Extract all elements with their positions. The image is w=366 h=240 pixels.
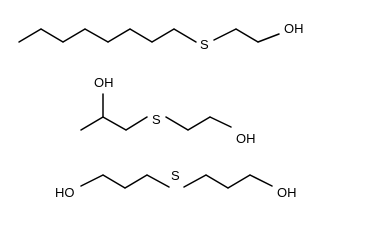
bond	[209, 116, 232, 128]
bond	[257, 33, 280, 43]
hydroxyl-label: OH	[284, 21, 304, 36]
bond	[62, 28, 86, 43]
bond	[125, 116, 148, 131]
hydroxyl-left-label: HO	[55, 185, 75, 200]
bond	[129, 28, 153, 43]
bond	[249, 174, 273, 187]
structure-canvas: S OH OH S OH HO S OH	[18, 21, 304, 200]
bond	[18, 28, 42, 43]
bond	[205, 174, 229, 189]
bond	[102, 116, 127, 131]
hydroxyl-top-label: OH	[94, 75, 114, 90]
bond	[227, 174, 251, 189]
bond	[173, 28, 197, 43]
hydroxyl-right-label: OH	[236, 131, 256, 146]
bond	[40, 28, 64, 43]
sulfur-label: S	[200, 37, 209, 52]
molecule-3-bonds	[80, 174, 273, 189]
molecule-3: HO S OH	[55, 168, 297, 200]
bond	[151, 28, 175, 43]
hydroxyl-right-label: OH	[277, 185, 297, 200]
sulfur-label: S	[152, 112, 161, 127]
bond	[146, 174, 170, 188]
bond	[187, 116, 211, 131]
molecule-1: S OH	[18, 21, 304, 52]
bond	[124, 174, 148, 189]
sulfur-label: S	[171, 168, 180, 183]
bond	[80, 174, 104, 187]
bond	[102, 174, 126, 189]
bond	[183, 174, 207, 188]
bond	[165, 116, 189, 131]
bond	[235, 28, 259, 43]
bond	[213, 28, 237, 41]
molecule-2-bonds	[80, 93, 232, 131]
molecule-2: OH S OH	[80, 75, 256, 146]
molecule-1-bonds	[18, 28, 280, 43]
bond	[84, 28, 109, 43]
bond	[80, 116, 104, 131]
bond	[107, 28, 131, 43]
